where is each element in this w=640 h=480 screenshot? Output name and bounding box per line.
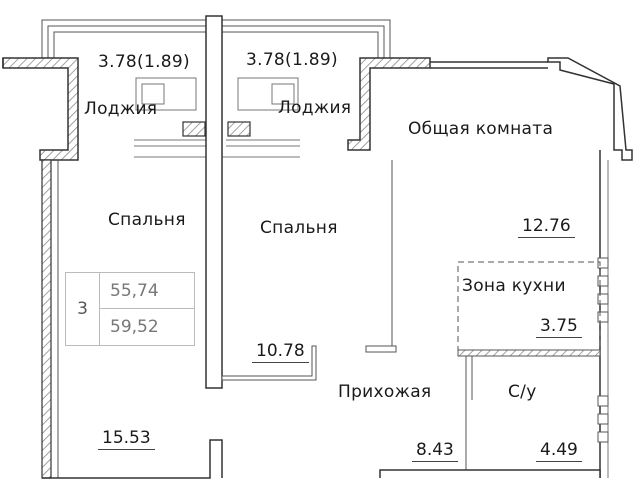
bathroom-area: 4.49 <box>536 440 582 462</box>
wall-left <box>41 159 52 479</box>
bedroom-center-name: Спальня <box>260 218 338 238</box>
hallway-area: 8.43 <box>412 440 458 462</box>
wall-center-partition <box>205 15 223 389</box>
bedroom-center-area: 10.78 <box>252 341 309 363</box>
living-area-value: 55,74 <box>100 273 195 309</box>
kitchen-zone-area: 3.75 <box>536 316 582 338</box>
kitchen-zone-name: Зона кухни <box>462 276 566 296</box>
area-summary-table: 3 55,74 59,52 <box>65 272 195 346</box>
bathroom-name: С/у <box>508 382 537 402</box>
bedroom-left-name: Спальня <box>108 210 186 230</box>
wall-bath-top <box>457 349 601 357</box>
door-bedroom <box>221 345 317 381</box>
loggia-right-area: 3.78(1.89) <box>246 50 338 70</box>
partition-stub <box>365 345 397 353</box>
pillar-left <box>182 121 206 137</box>
living-room-name: Общая комната <box>408 119 554 139</box>
pillar-right <box>227 121 251 137</box>
loggia-left-area: 3.78(1.89) <box>98 52 190 72</box>
loggia-right-name: Лоджия <box>278 98 352 118</box>
total-area-value: 59,52 <box>110 317 159 337</box>
rooms-count: 3 <box>66 273 100 345</box>
bedroom-left-area: 15.53 <box>98 428 155 450</box>
hallway-name: Прихожая <box>338 382 432 402</box>
wall-right-windows <box>597 257 609 443</box>
living-room-area: 12.76 <box>518 216 575 238</box>
wall-loggia-left <box>2 57 79 161</box>
loggia-left-name: Лоджия <box>84 99 158 119</box>
wall-bottom <box>42 439 601 479</box>
wall-loggia-right <box>347 57 431 151</box>
